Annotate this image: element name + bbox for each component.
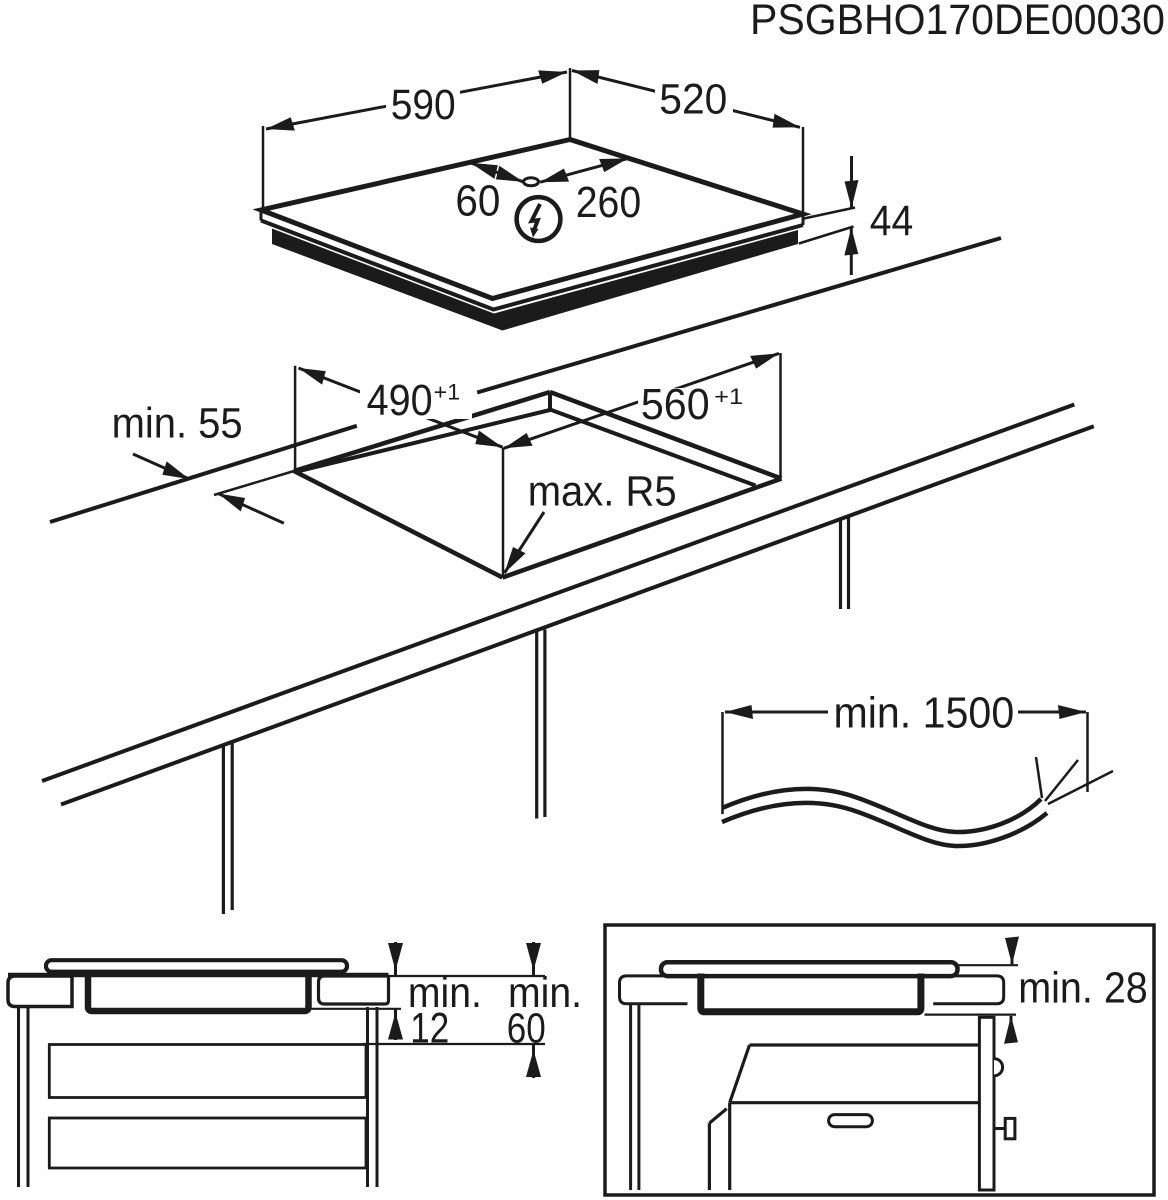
svg-text:min. 55: min. 55 <box>112 400 243 448</box>
svg-text:520: 520 <box>659 76 727 124</box>
svg-text:PSGBHO170DE00030: PSGBHO170DE00030 <box>750 0 1165 44</box>
svg-text:min.: min. <box>508 969 582 1017</box>
svg-text:+1: +1 <box>714 384 743 409</box>
svg-text:+1: +1 <box>434 380 460 405</box>
svg-text:min. 1500: min. 1500 <box>834 689 1015 738</box>
svg-text:60: 60 <box>455 176 500 225</box>
svg-text:60: 60 <box>507 1005 546 1053</box>
svg-text:max. R5: max. R5 <box>528 469 677 516</box>
svg-text:min. 28: min. 28 <box>1018 965 1148 1013</box>
svg-text:44: 44 <box>870 197 914 245</box>
svg-text:560: 560 <box>641 381 710 429</box>
svg-text:490: 490 <box>367 377 433 425</box>
svg-text:260: 260 <box>576 178 642 227</box>
svg-text:min.: min. <box>408 969 482 1017</box>
svg-text:590: 590 <box>391 81 456 129</box>
svg-text:12: 12 <box>410 1005 449 1053</box>
